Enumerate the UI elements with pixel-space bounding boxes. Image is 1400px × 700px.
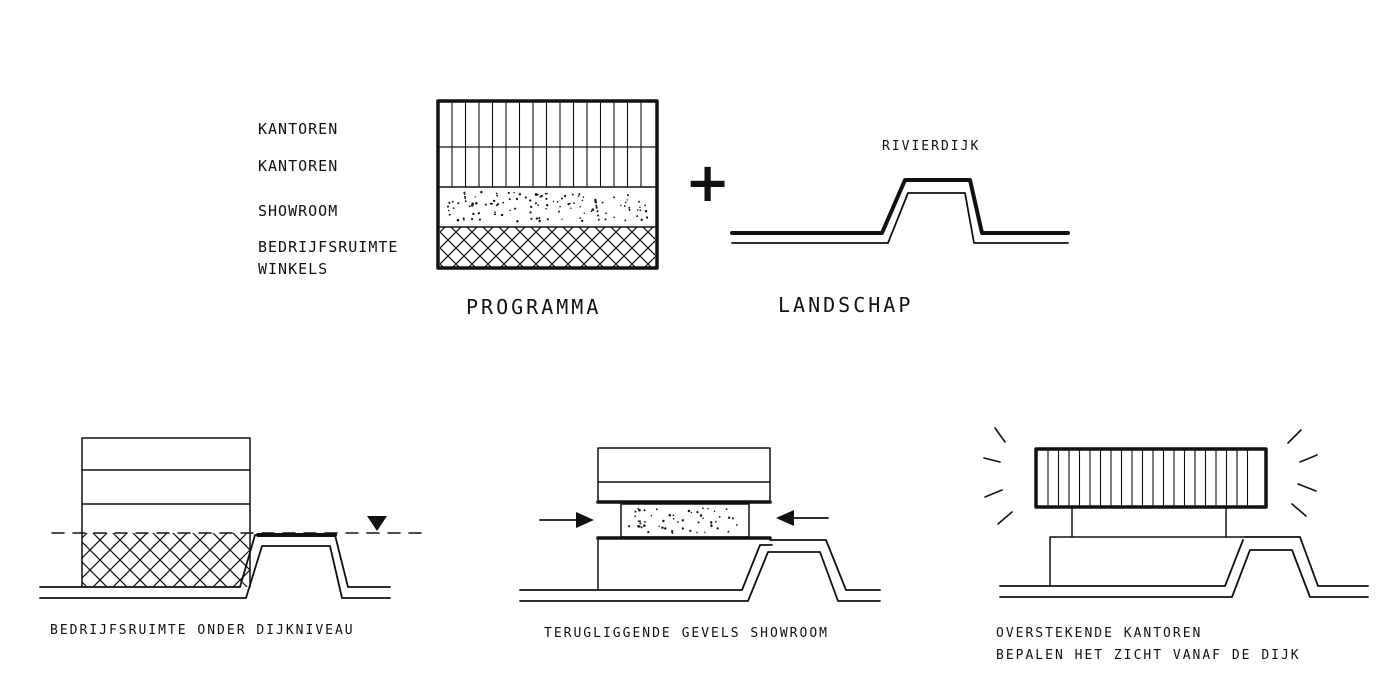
cantilever-columns [1071,506,1227,538]
offices-vertical-lines [451,102,642,187]
program-title: PROGRAMMA [466,295,601,319]
sketch-business-below-dike: BEDRIJFSRUIMTE ONDER DIJKNIVEAU [39,437,425,638]
dike-profile-upper [730,178,1070,235]
ground-line-2 [519,544,773,591]
upper-building-2 [597,447,771,501]
ground-line-3b [999,549,1369,598]
caption-sketch-3-line-1: OVERSTEKENDE KANTOREN [996,626,1202,641]
building-outline-1 [81,437,251,588]
caption-sketch-2: TERUGLIGGENDE GEVELS SHOWROOM [544,626,829,641]
program-label-business-space: BEDRIJFSRUIMTE [258,238,398,256]
dike-label: RIVIERDIJK [882,139,980,154]
business-space-hatch-1 [82,533,250,587]
program-label-shops: WINKELS [258,260,328,278]
showroom-dots-2 [628,507,738,534]
ground-line-3 [999,539,1244,587]
sketch-cantilever-offices: OVERSTEKENDE KANTOREN BEPALEN HET ZICHT … [983,427,1369,663]
landscape-diagram: RIVIERDIJK LANDSCHAP [730,139,1070,317]
caption-sketch-3-line-2: BEPALEN HET ZICHT VANAF DE DIJK [996,648,1301,663]
cantilever-office-block [1034,447,1268,509]
water-level-triangle-icon [367,516,387,531]
cantilever-vertical-lines [1047,450,1249,506]
dike-profile-lower [731,192,1069,244]
sketch-recessed-showroom: TERUGLIGGENDE GEVELS SHOWROOM [519,447,881,641]
ground-line-2b [519,551,881,602]
ground-line-1b [39,545,391,599]
program-diagram: KANTOREN KANTOREN SHOWROOM BEDRIJFSRUIMT… [258,99,659,319]
radiating-lines [983,427,1318,525]
program-label-offices-1: KANTOREN [258,120,338,138]
showroom-dots [447,190,649,223]
dike-2 [769,539,881,591]
program-label-offices-2: KANTOREN [258,157,338,175]
plus-symbol: + [685,151,730,214]
caption-sketch-1: BEDRIJFSRUIMTE ONDER DIJKNIVEAU [50,623,355,638]
lower-building-3 [1049,536,1246,587]
business-space-hatch [440,227,655,267]
arrow-right-icon [576,512,594,528]
ground-line-1 [39,534,391,588]
program-label-showroom: SHOWROOM [258,202,338,220]
arrow-left-icon [776,510,794,526]
landscape-title: LANDSCHAP [778,293,913,317]
dike-3 [1244,536,1369,587]
program-frame [436,99,659,270]
